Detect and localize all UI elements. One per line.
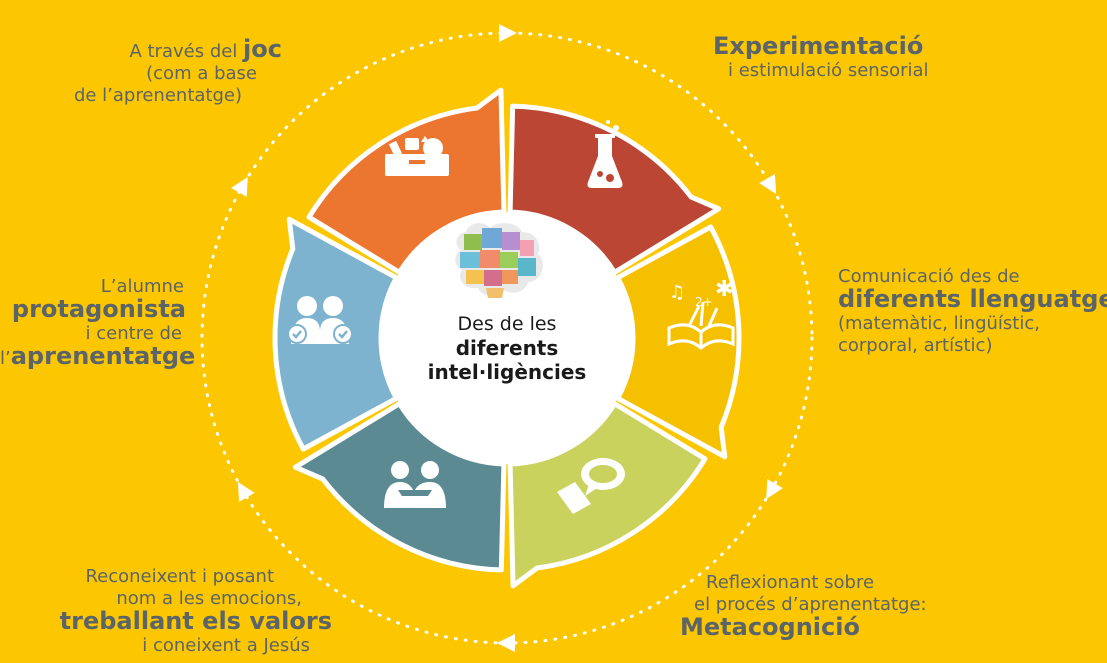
label-game-line1: A través del [129,41,244,62]
label-student-line3: i centre de [85,323,182,344]
label-game-line2: (com a base [146,63,257,84]
label-game: A través del joc (com a base de l’aprene… [40,35,282,107]
center-line-1: Des de les [457,313,557,335]
label-languages: Comunicació des de diferents llenguatges… [838,266,1107,357]
label-student: L’alumne protagonista i centre de l’apre… [0,276,195,370]
speech-bubble-icon [557,458,625,514]
orbit-arrow-icon [499,24,517,42]
lab-flask-icon [587,120,623,188]
people-check-icon [287,296,353,344]
orbit-arrow-icon [237,481,255,502]
svg-text:✱: ✱ [715,277,733,302]
label-metacognition: Reflexionant sobre el procés d’aprenenta… [680,572,950,641]
orbit-arrows [231,24,783,652]
label-experiment-line2: i estimulació sensorial [728,60,929,81]
center-label: Des de les diferents intel·ligències [397,312,617,384]
label-student-line4-pre: l’ [0,348,11,369]
label-experiment: Experimentació i estimulació sensorial [713,32,929,82]
label-experiment-bold: Experimentació [713,32,924,60]
label-values-line1: Reconeixent i posant [85,566,274,587]
orbit-arrow-icon [759,174,777,195]
center-line-3: intel·ligències [427,360,587,384]
label-game-bold: joc [243,35,282,63]
orbit-arrow-icon [766,479,783,500]
label-languages-bold: diferents llenguatges [838,285,1107,313]
orbit-arrow-icon [231,176,248,197]
center-disc [381,212,633,464]
label-languages-line1: Comunicació des de [838,266,1020,287]
label-student-line4-bold: aprenentatge [10,342,196,370]
label-metacognition-bold: Metacognició [680,613,860,641]
label-metacognition-line2: el procés d’aprenentatge: [694,594,927,615]
label-languages-line3: (matemàtic, lingüístic, [838,313,1040,334]
toys-icon [385,136,449,176]
label-metacognition-line1: Reflexionant sobre [706,572,875,593]
label-languages-line4: corporal, artístic) [838,335,993,356]
hugging-people-icon [384,461,446,508]
svg-text:2+: 2+ [695,295,713,309]
label-student-line1: L’alumne [100,276,184,297]
label-values-line2: nom a les emocions, [116,588,302,609]
orbit-arrow-icon [497,634,515,652]
label-student-bold: protagonista [11,295,186,323]
label-values: Reconeixent i posant nom a les emocions,… [20,566,332,657]
center-line-2: diferents [455,336,559,360]
puzzle-brain-icon [455,223,543,298]
label-values-bold: treballant els valors [59,607,332,635]
svg-text:♫: ♫ [669,282,685,303]
label-game-line3: de l’aprenentatge) [73,85,242,106]
label-values-line4: i coneixent a Jesús [142,635,310,656]
music-book-icon: ♫ 2+ ✱ [667,277,735,350]
